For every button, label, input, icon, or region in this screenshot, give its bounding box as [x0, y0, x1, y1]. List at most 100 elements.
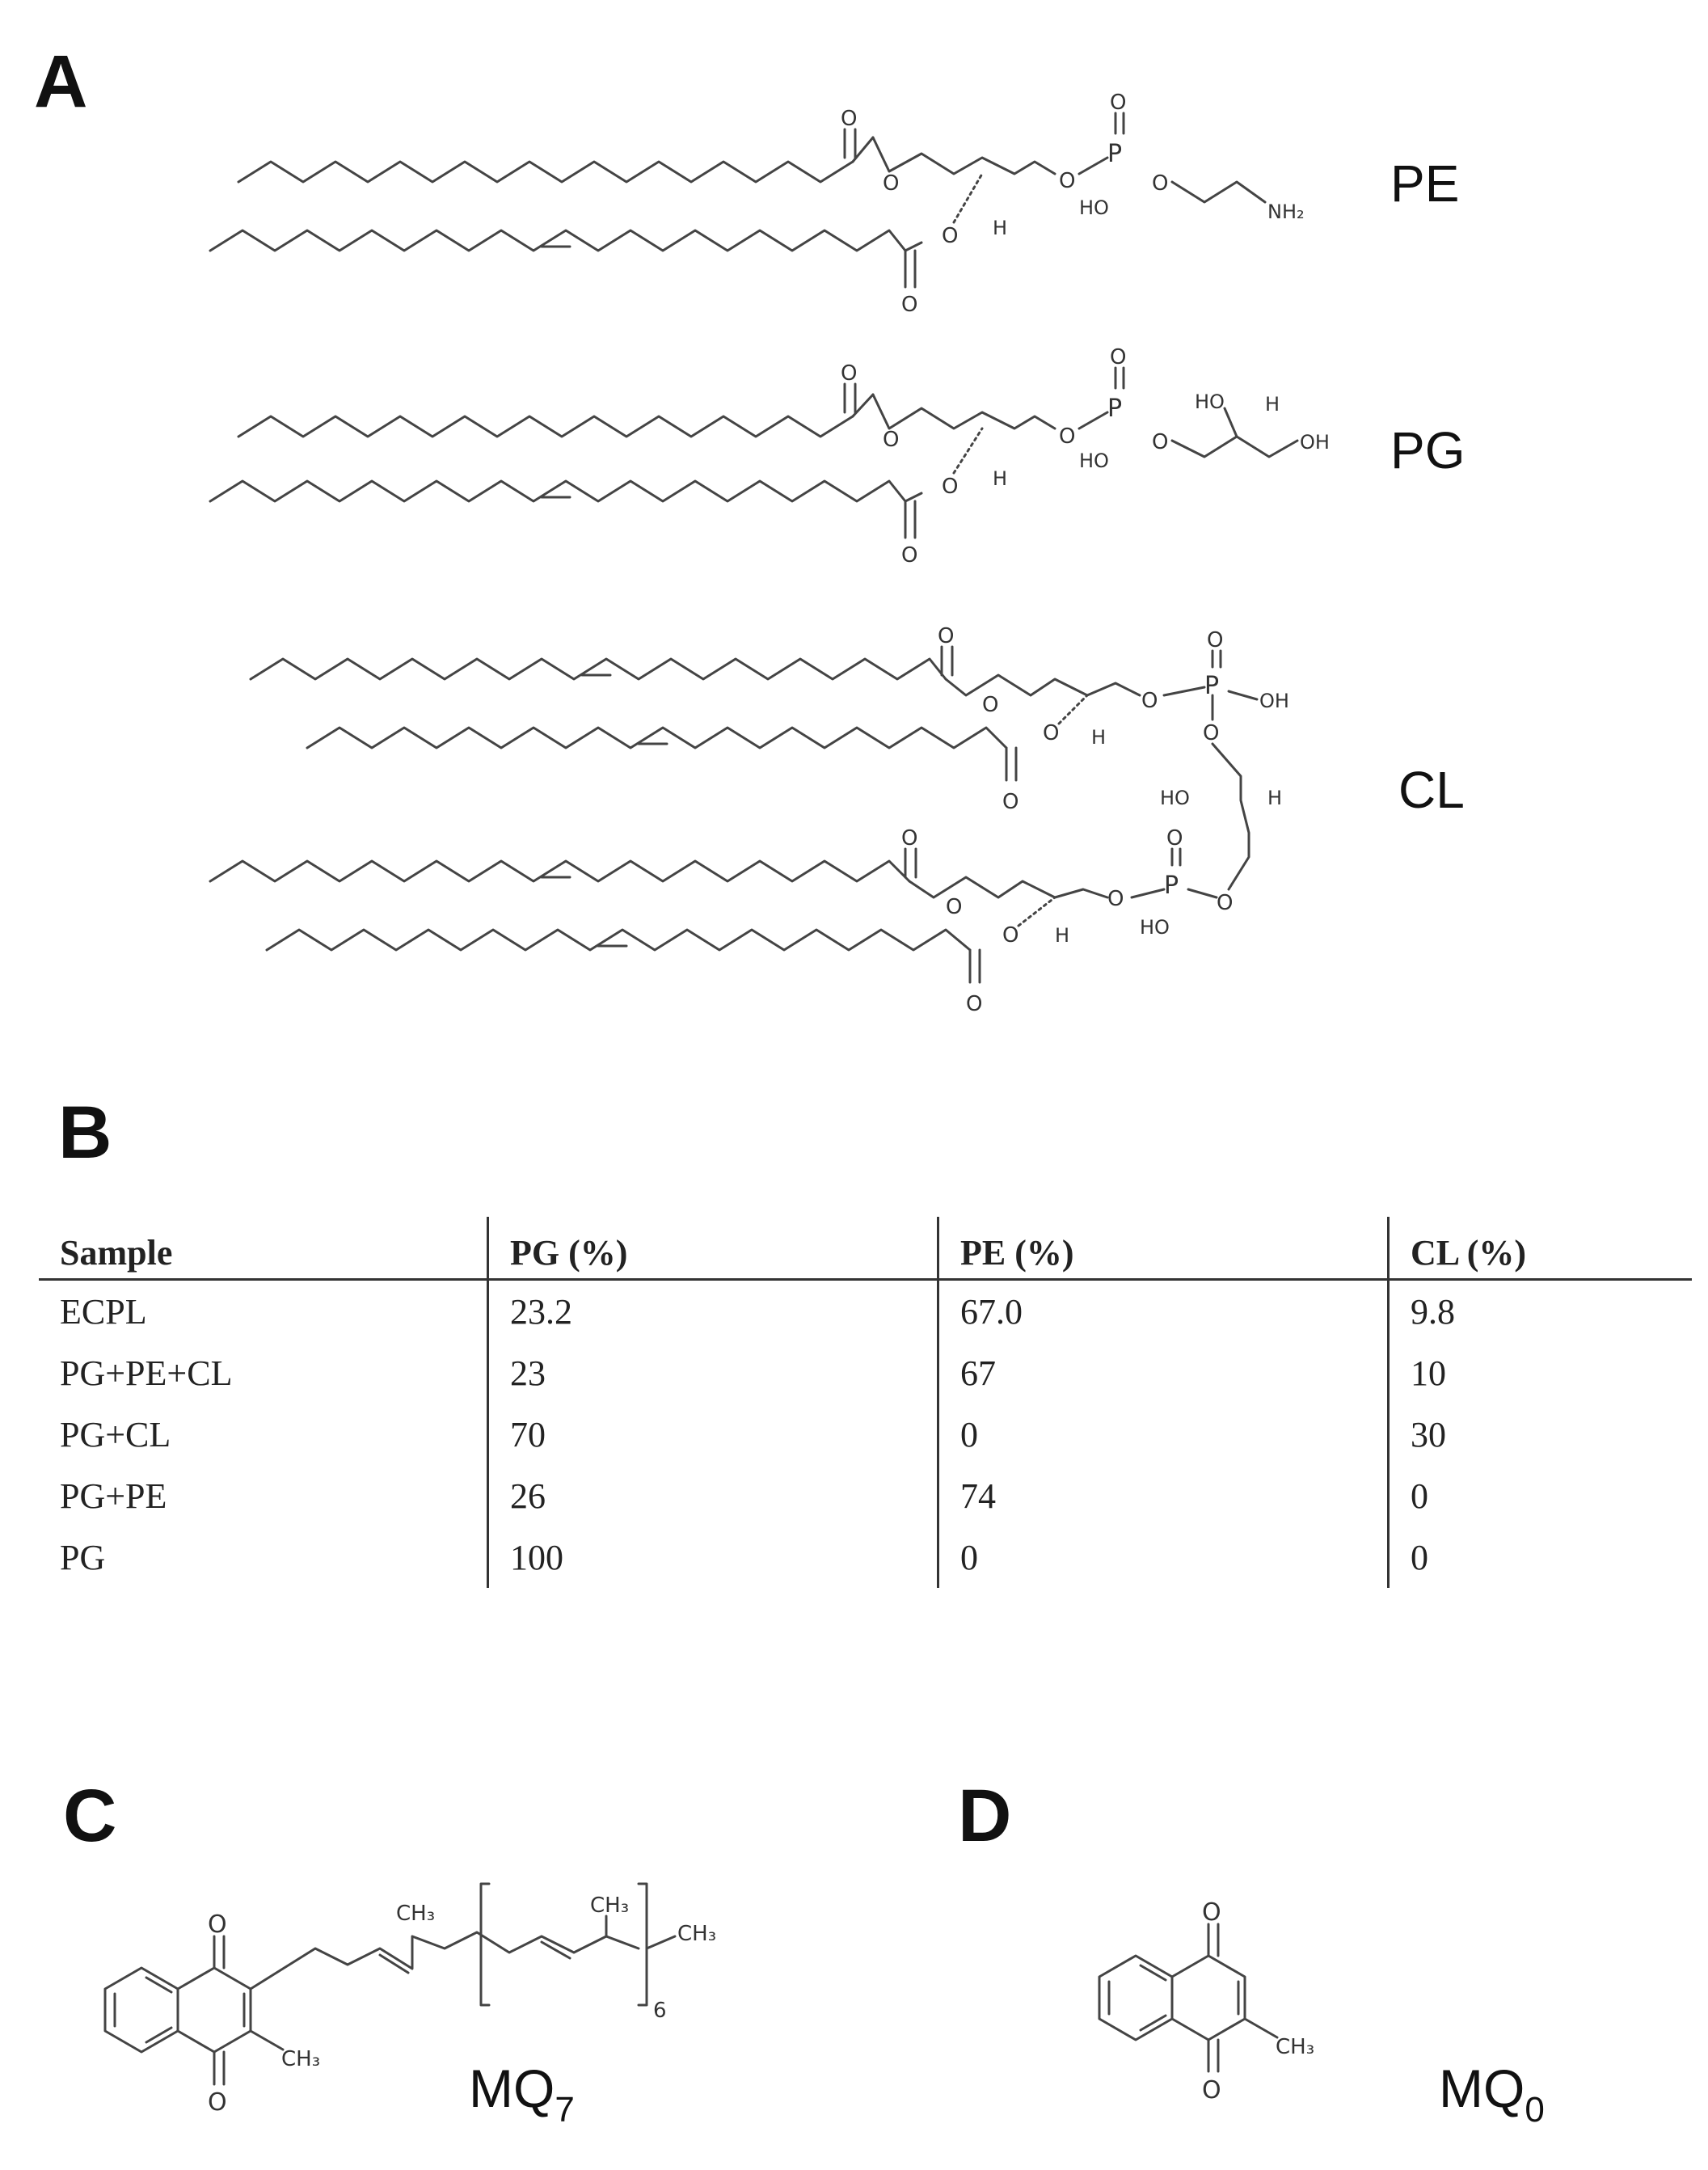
cl-chain-2 — [306, 726, 1008, 749]
pg-phosphate-ho: HO — [1079, 450, 1109, 472]
pg-sn2-chain — [209, 479, 907, 503]
pg-glycerol — [871, 393, 1056, 430]
cell-pg: 70 — [487, 1404, 938, 1465]
cl-phosphate-1-oh: OH — [1259, 690, 1289, 712]
cl-stereo-h-1: H — [1091, 726, 1106, 749]
header-sample: Sample — [39, 1217, 488, 1281]
pg-phosphorus: P — [1107, 395, 1122, 423]
mq0-structure: O O CH₃ — [1098, 1898, 1314, 2105]
pg-stereo-h: H — [993, 467, 1007, 490]
cell-sample: PG+CL — [60, 1414, 171, 1454]
cell-pg: 23.2 — [487, 1279, 938, 1342]
cl-carbonyl-o-3: O — [901, 826, 917, 851]
cell-pe: 67.0 — [937, 1279, 1389, 1342]
cl-carbonyl-o-4: O — [966, 992, 982, 1016]
panel-label-a: A — [34, 40, 88, 123]
mq7-chain-methyl-2: CH₃ — [590, 1893, 629, 1918]
pg-phosphate-double-o: O — [1110, 345, 1126, 369]
pe-ester-o-2: O — [942, 224, 958, 248]
cl-ester-o-3: O — [946, 895, 962, 919]
pe-glycerol — [871, 136, 1056, 175]
mq7-repeat-count: 6 — [653, 1999, 667, 2023]
cell-cl: 10 — [1387, 1342, 1692, 1404]
mq7-bracket-left — [479, 1882, 491, 2007]
cell-pe: 0 — [937, 1526, 1389, 1588]
cl-chain-1 — [249, 657, 947, 681]
pg-carbonyl-o-2: O — [901, 543, 917, 568]
cl-glycerol-1 — [944, 673, 1141, 697]
pg-carbonyl-o-1: O — [841, 361, 857, 386]
cl-glycerol-2 — [908, 876, 1109, 899]
cl-central-h: H — [1267, 787, 1282, 809]
table-row: PG+PE 26 74 0 — [39, 1465, 1692, 1526]
cell-cl: 9.8 — [1387, 1279, 1692, 1342]
cl-chain-3 — [209, 859, 911, 883]
pg-sn1-chain — [237, 415, 854, 438]
cl-phosphate-2-double-o: O — [1166, 826, 1183, 851]
panel-label-b: B — [58, 1091, 112, 1174]
header-pe: PE (%) — [937, 1217, 1389, 1281]
pg-headgroup-ho: HO — [1195, 391, 1225, 413]
pg-ester-o-2: O — [942, 475, 958, 499]
pe-sn2-chain — [209, 229, 907, 252]
mq7-terminal-methyl: CH₃ — [677, 1922, 716, 1946]
cell-pg: 23 — [487, 1342, 938, 1404]
cell-pe: 0 — [937, 1404, 1389, 1465]
pe-carbonyl-o-2: O — [901, 293, 917, 317]
pg-headgroup-h: H — [1265, 393, 1280, 416]
pg-phosphate-o-1: O — [1059, 424, 1075, 449]
pe-sn1-chain — [237, 160, 854, 184]
pe-phosphate-double-o: O — [1110, 91, 1126, 115]
pg-label: PG — [1390, 421, 1466, 479]
header-cl: CL (%) — [1387, 1217, 1692, 1281]
lipid-composition-table: Sample PG (%) PE (%) CL (%) ECPL 23.2 67… — [39, 1217, 1692, 1588]
table-row: ECPL 23.2 67.0 9.8 — [39, 1279, 1692, 1342]
mq0-label: MQ0 — [1439, 2058, 1545, 2130]
mq7-chain-methyl-1: CH₃ — [396, 1902, 435, 1926]
pg-headgroup-oh: OH — [1300, 431, 1330, 454]
mq0-oxygen-bottom: O — [1202, 2076, 1221, 2105]
cl-linker-o-1: O — [1203, 721, 1219, 745]
cl-carbonyl-o-1: O — [938, 624, 954, 648]
pe-ester-o-1: O — [883, 171, 899, 196]
mq0-label-text: MQ — [1439, 2058, 1525, 2118]
cl-phosphate-2-ho: HO — [1140, 916, 1170, 939]
cell-sample: PG — [60, 1537, 106, 1577]
mq7-isoprenoid-chain — [249, 1931, 640, 1991]
cell-pe: 67 — [937, 1342, 1389, 1404]
mq7-bracket-right — [637, 1882, 648, 2007]
cell-sample: ECPL — [60, 1291, 147, 1332]
cl-structure: O O O O H O P O OH O HO H O P O HO O — [209, 624, 1289, 1016]
table-header-row: Sample PG (%) PE (%) CL (%) — [39, 1217, 1692, 1281]
pe-phosphate-ho: HO — [1079, 196, 1109, 219]
cl-stereo-h-2: H — [1055, 924, 1069, 947]
cell-pg: 26 — [487, 1465, 938, 1526]
mq0-ring-methyl: CH₃ — [1276, 2035, 1314, 2059]
panel-label-c: C — [63, 1775, 117, 1857]
cell-pg: 100 — [487, 1526, 938, 1588]
cl-chain-4 — [265, 928, 972, 952]
cl-linker-o-2: O — [1217, 891, 1233, 915]
cl-carbonyl-o-2: O — [1002, 790, 1018, 814]
cell-cl: 0 — [1387, 1526, 1692, 1588]
cl-phosphate-o-1: O — [1141, 689, 1158, 713]
mq7-label-subscript: 7 — [555, 2090, 575, 2130]
pg-phosphate-o-2: O — [1152, 430, 1168, 454]
mq7-oxygen-top: O — [208, 1910, 227, 1939]
cl-phosphate-o-2: O — [1107, 887, 1124, 911]
mq7-structure: O O CH₃ CH₃ CH₃ 6 CH₃ — [103, 1882, 716, 2117]
pe-phosphate-o-1: O — [1059, 169, 1075, 193]
cl-ester-o-4: O — [1002, 923, 1018, 948]
header-pg: PG (%) — [487, 1217, 938, 1281]
table-row: PG+CL 70 0 30 — [39, 1404, 1692, 1465]
table-row: PG 100 0 0 — [39, 1526, 1692, 1588]
mq0-oxygen-top: O — [1202, 1898, 1221, 1927]
cl-central-ho: HO — [1160, 787, 1190, 809]
pg-headgroup-glycerol — [1170, 435, 1299, 458]
cell-sample: PG+PE — [60, 1476, 167, 1516]
cl-ester-o-1: O — [982, 693, 998, 717]
pe-structure: O O O O H O P O HO O NH₂ — [209, 91, 1305, 317]
pe-phosphate-o-2: O — [1152, 171, 1168, 196]
mq7-label: MQ7 — [469, 2058, 575, 2130]
panel-label-d: D — [958, 1775, 1012, 1857]
